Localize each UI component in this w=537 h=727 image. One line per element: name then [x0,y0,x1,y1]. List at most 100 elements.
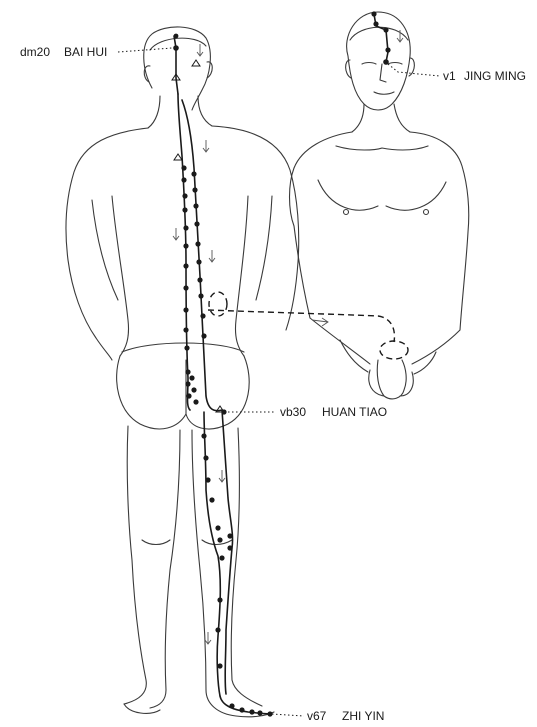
leg-point [201,433,206,438]
front-point-head-2 [373,21,378,26]
front-nipple-right [424,210,429,215]
leader-bai-hui [118,48,172,52]
leg-point [217,537,222,542]
spine-point [182,207,187,212]
foot-point [257,710,262,715]
front-torso-right [460,232,468,330]
spine-point [184,345,189,350]
label-huan-tiao-name: HUAN TIAO [322,405,387,419]
label-jing-ming-name: JING MING [464,69,526,83]
leader-zhi-yin [272,714,304,716]
spine-point [197,277,202,282]
back-point-huan-tiao [221,409,226,414]
spine-point [181,177,186,182]
flow-arrow [173,228,179,240]
back-right-leg-inner [192,430,206,690]
back-left-knee [142,540,170,545]
back-right-knee [202,540,232,545]
spine-point [182,193,187,198]
back-left-leg-outer [124,426,146,704]
front-eye-right [388,63,402,65]
back-head-meridian [174,36,178,94]
leg-point [219,555,224,560]
back-left-leg-inner [150,430,180,708]
foot-point [239,707,244,712]
label-zhi-yin-name: ZHI YIN [342,709,384,723]
spine-point [193,399,198,404]
back-hip-crest [122,343,244,352]
back-torso-left-side [112,196,129,356]
spine-point [181,165,186,170]
front-point-jing-ming [383,59,389,65]
spine-point [191,387,196,392]
spine-point [185,381,190,386]
spine-point [186,393,191,398]
back-point-head-2 [174,34,179,39]
back-kidney-dashed-circle [209,292,227,316]
leg-point [203,455,208,460]
front-pubic-dashed-circle [380,341,408,359]
flow-arrow [205,632,211,644]
foot-point-zhi-yin [267,711,272,716]
front-neck-right [394,104,410,132]
foot-meridian-line [220,696,272,714]
back-head-outline [144,27,211,110]
front-torso-left [294,226,310,318]
flow-arrow [197,44,203,56]
back-point-bai-hui [173,45,179,51]
spine-point [183,263,188,268]
leg-point [215,525,220,530]
back-torso-right-side [235,196,248,356]
back-right-shoulder-arm [212,126,299,330]
front-neck-left [352,104,364,132]
foot-point [229,703,234,708]
front-point-head-1 [371,11,376,16]
back-figure [66,27,299,717]
label-jing-ming-code: v1 [443,69,456,83]
spine-point [194,221,199,226]
spine-point [200,313,205,318]
back-neck-right [198,96,212,126]
spine-point [183,285,188,290]
label-bai-hui-name: BAI HUI [64,45,107,59]
back-buttock-right [186,356,249,429]
label-bai-hui-code: dm20 [20,45,50,59]
spine-point [183,225,188,230]
leg-point [227,533,232,538]
spine-point [192,187,197,192]
front-eye-left [362,63,376,65]
back-ear-left [144,66,150,82]
flow-arrow [203,140,209,152]
spine-point [201,333,206,338]
back-right-arm-inner [256,196,272,300]
leg-point [209,497,214,502]
front-mouth [374,92,394,94]
front-hip-right [414,352,436,374]
leg-point [217,663,222,668]
front-clavicle [336,146,428,150]
flow-arrow [219,470,225,482]
leg-point [205,477,210,482]
front-head-meridian [374,14,388,62]
back-left-shoulder-arm [66,128,148,360]
label-zhi-yin-code: v67 [307,709,327,723]
spine-point [189,375,194,380]
back-left-foot [124,704,160,713]
spine-point [193,203,198,208]
label-huan-tiao-code: vb30 [280,405,306,419]
back-right-leg-outer [231,428,262,706]
back-tri-head-2 [192,60,200,66]
front-figure [290,12,469,399]
front-left-shoulder [290,132,353,226]
front-right-shoulder [410,132,469,232]
spine-point [183,243,188,248]
leg-point [227,545,232,550]
spine-point [196,259,201,264]
spine-point [183,307,188,312]
leg-point [217,597,222,602]
front-nipple-left [344,210,349,215]
back-tri-neck [174,154,182,160]
front-hair-line [350,27,408,40]
front-nose [380,64,386,82]
